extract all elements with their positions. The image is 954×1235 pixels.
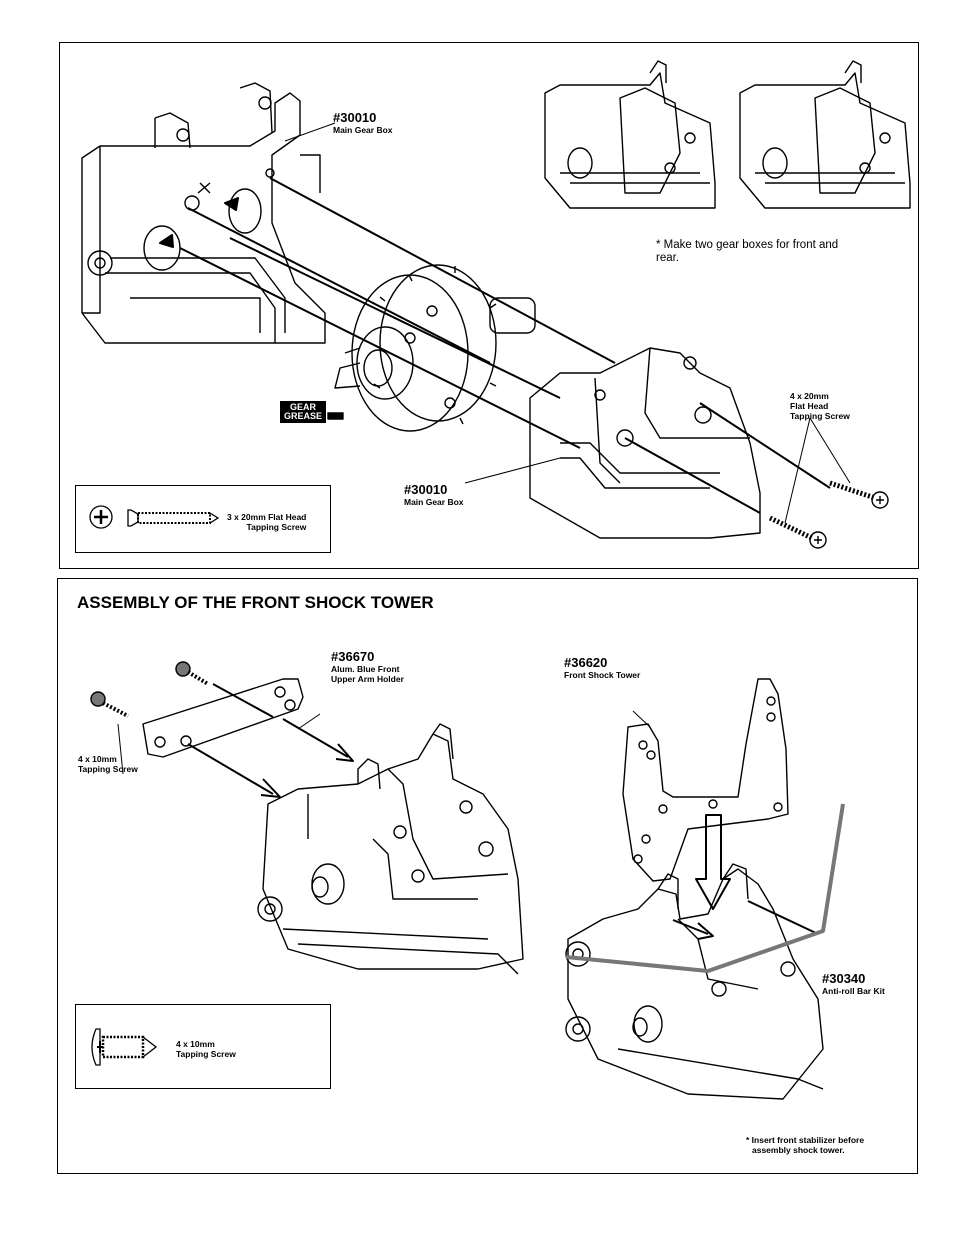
part-name-line-2: Upper Arm Holder bbox=[331, 674, 404, 684]
legend-line-2: Tapping Screw bbox=[176, 1049, 236, 1059]
flat-head-screw-lower bbox=[768, 515, 827, 549]
part-name: Main Gear Box bbox=[333, 125, 393, 135]
flat-head-screw-upper bbox=[829, 480, 889, 509]
front-gearbox-assembly bbox=[257, 723, 524, 975]
gearbox-exploded-illustration bbox=[81, 60, 911, 549]
screw-legend-box: 3 x 20mm Flat Head Tapping Screw bbox=[75, 485, 331, 553]
note-line-2: assembly shock tower. bbox=[752, 1145, 845, 1155]
differential-ring-gear bbox=[334, 264, 536, 432]
flat-head-screw-callout: 4 x 20mm Flat Head Tapping Screw bbox=[790, 391, 850, 421]
legend-text: 4 x 10mm Tapping Screw bbox=[176, 1039, 236, 1059]
bottom-panel: ASSEMBLY OF THE FRONT SHOCK TOWER #36670… bbox=[57, 578, 918, 1174]
anti-roll-bar bbox=[565, 803, 845, 973]
part-number: #30010 bbox=[404, 482, 448, 497]
arm-holder-leader bbox=[297, 713, 321, 730]
part-number: #36620 bbox=[564, 655, 608, 670]
gearbox-top-label: #30010 Main Gear Box bbox=[333, 110, 393, 135]
grease-line-1: GEAR bbox=[290, 402, 317, 412]
top-panel: #30010 Main Gear Box * Make two gear box… bbox=[59, 42, 919, 569]
screw-size: 4 x 20mm bbox=[790, 391, 829, 401]
screw-leader bbox=[117, 723, 124, 775]
arm-holder-label: #36670 Alum. Blue Front Upper Arm Holder bbox=[331, 649, 404, 684]
two-gearboxes-note: * Make two gear boxes for front and rear… bbox=[656, 239, 839, 264]
shock-tower-label: #36620 Front Shock Tower bbox=[564, 655, 640, 680]
grease-pointer-icon bbox=[327, 412, 344, 420]
screw-type: Tapping Screw bbox=[790, 411, 850, 421]
top-label-leader bbox=[284, 122, 336, 142]
grease-line-2: GREASE bbox=[284, 411, 323, 421]
flat-head-screw-legend-icon bbox=[89, 505, 220, 529]
gear-grease-badge: GEAR GREASE bbox=[280, 401, 327, 423]
tapping-screw-callout: 4 x 10mm Tapping Screw bbox=[78, 754, 138, 774]
note-line-1: * Insert front stabilizer before bbox=[746, 1135, 865, 1145]
tapping-screw-upper bbox=[175, 661, 210, 686]
finished-gearbox-rear bbox=[739, 60, 911, 209]
part-number: #30340 bbox=[822, 971, 866, 986]
shock-tower-illustration bbox=[90, 661, 845, 1100]
legend-line-2: Tapping Screw bbox=[246, 522, 307, 532]
legend-text: 3 x 20mm Flat Head Tapping Screw bbox=[227, 512, 306, 532]
section-title: ASSEMBLY OF THE FRONT SHOCK TOWER bbox=[77, 593, 434, 612]
screw-callout-leader bbox=[784, 417, 851, 524]
part-number: #30010 bbox=[333, 110, 377, 125]
main-gearbox-left-half bbox=[81, 82, 326, 344]
bottom-label-leader bbox=[464, 457, 561, 484]
legend-line-1: 3 x 20mm Flat Head bbox=[227, 512, 307, 522]
antiroll-label: #30340 Anti-roll Bar Kit bbox=[822, 971, 885, 996]
part-name: Front Shock Tower bbox=[564, 670, 641, 680]
part-number: #36670 bbox=[331, 649, 375, 664]
assembly-arrows-bottom bbox=[187, 683, 819, 940]
tapping-screw-legend-icon bbox=[91, 1028, 158, 1066]
assembly-arrows-top bbox=[159, 177, 831, 514]
tapping-screw-lower bbox=[90, 691, 129, 718]
main-gearbox-cover-half bbox=[529, 347, 761, 539]
front-shock-tower-part bbox=[622, 678, 789, 882]
stabilizer-note: * Insert front stabilizer before assembl… bbox=[746, 1135, 864, 1155]
rear-gearbox-assembly bbox=[565, 863, 824, 1100]
upper-arm-holder-part bbox=[142, 678, 304, 758]
screw-head: Flat Head bbox=[790, 401, 829, 411]
screw-type: Tapping Screw bbox=[78, 764, 138, 774]
part-name-line-1: Alum. Blue Front bbox=[331, 664, 400, 674]
part-name: Anti-roll Bar Kit bbox=[822, 986, 885, 996]
finished-gearbox-front bbox=[544, 60, 716, 209]
gearbox-bottom-label: #30010 Main Gear Box bbox=[404, 482, 464, 507]
install-down-arrow-icon bbox=[695, 814, 731, 910]
screw-size: 4 x 10mm bbox=[78, 754, 117, 764]
screw-legend-box: 4 x 10mm Tapping Screw bbox=[75, 1004, 331, 1089]
legend-line-1: 4 x 10mm bbox=[176, 1039, 215, 1049]
part-name: Main Gear Box bbox=[404, 497, 464, 507]
shock-tower-leader bbox=[632, 710, 651, 728]
